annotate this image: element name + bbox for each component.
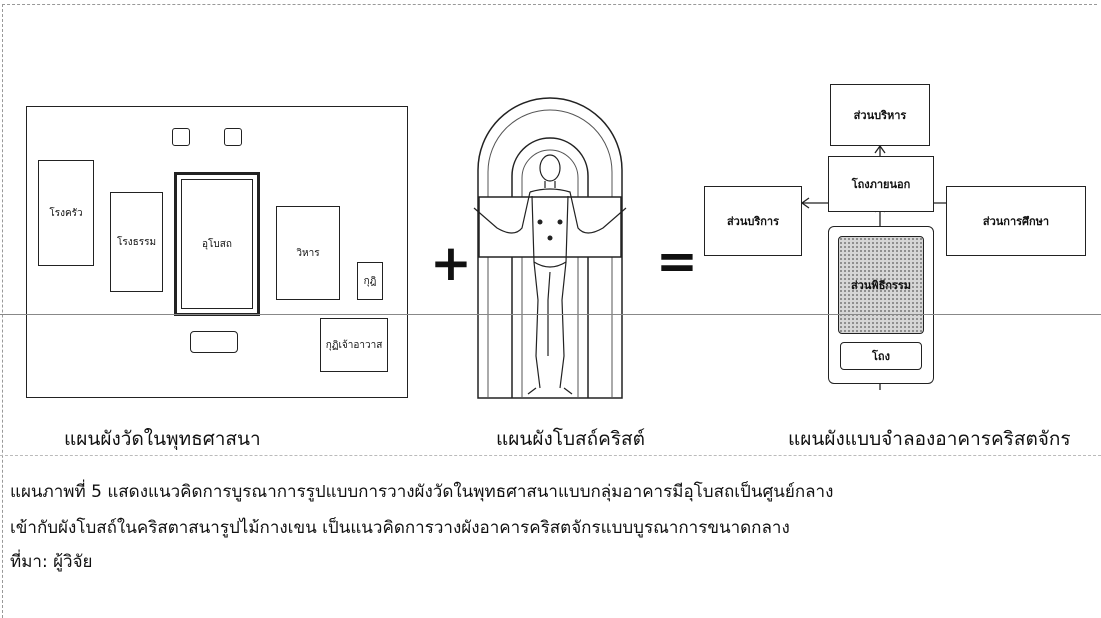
small-square-1 xyxy=(172,128,190,146)
abbot-kuti-building: กุฏิเจ้าอาวาส xyxy=(320,318,388,372)
small-pavilion xyxy=(190,331,238,353)
equals-sign: = xyxy=(656,232,698,290)
church-model-label: แผนผังแบบจำลองอาคารคริสตจักร xyxy=(788,428,1071,450)
kitchen-building: โรงครัว xyxy=(38,160,94,266)
caption-line-1: แผนภาพที่ 5 แสดงแนวคิดการบูรณาการรูปแบบก… xyxy=(10,482,834,502)
worship-section: ส่วนพิธีกรรม xyxy=(838,236,924,334)
hall-section: โถง xyxy=(840,342,922,370)
frame-left-border xyxy=(2,4,3,618)
small-square-2 xyxy=(224,128,242,146)
education-section: ส่วนการศึกษา xyxy=(946,186,1086,256)
admin-section: ส่วนบริหาร xyxy=(830,84,930,146)
plus-sign: + xyxy=(430,234,472,292)
service-section: ส่วนบริการ xyxy=(704,186,802,256)
cross-plan-label: แผนผังโบสถ์คริสต์ xyxy=(496,428,645,450)
frame-top-border xyxy=(2,4,1097,5)
narthex-section: โถงภายนอก xyxy=(828,156,934,212)
kuti-building: กุฎิ xyxy=(357,262,383,300)
caption-divider xyxy=(0,455,1101,456)
vihara-building: วิหาร xyxy=(276,206,340,300)
caption-line-2: เข้ากับผังโบสถ์ในคริสตาสนารูปไม้กางเขน เ… xyxy=(10,518,790,538)
caption-source: ที่มา: ผู้วิจัย xyxy=(10,552,93,572)
temple-plan-label: แผนผังวัดในพุทธศาสนา xyxy=(64,428,261,450)
ubosot-building: อุโบสถ xyxy=(181,179,253,309)
divider-line xyxy=(0,314,1101,315)
sermon-hall-building: โรงธรรม xyxy=(110,192,163,292)
